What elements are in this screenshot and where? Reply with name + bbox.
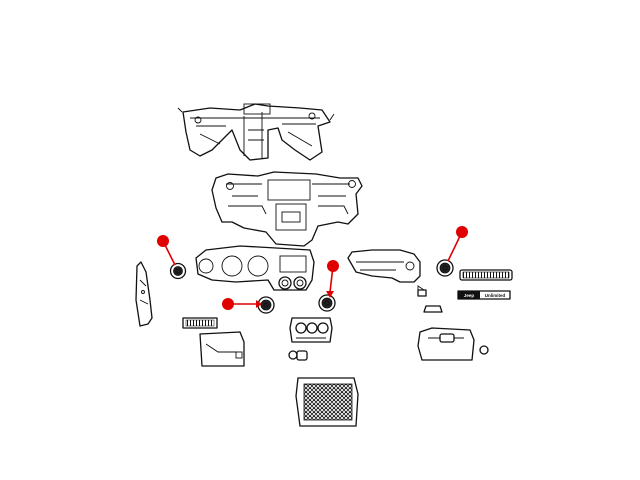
center-right-air-outlet [318,294,336,312]
callout-center-left-outlet [222,298,262,310]
lower-center-grille [295,377,359,427]
knee-bolster-trim [199,331,245,367]
badge-left-text: Jeep [464,293,475,298]
right-air-outlet [436,259,454,277]
passenger-side-bezel [347,249,425,295]
instrument-panel-support-frame [177,103,335,161]
center-stack-switch-panel [289,317,333,343]
passenger-vent-strip [459,269,513,281]
glove-box-knob [479,345,489,355]
callout-right-outlet [447,226,468,262]
instrument-panel-carrier [211,171,363,247]
glove-box [417,327,475,361]
mounting-clip [417,289,443,313]
left-air-outlet [169,262,187,280]
left-switch-bezel [182,317,218,329]
badge-right-text: Unlimited [485,293,506,298]
callout-left-outlet [157,235,176,266]
unlimited-badge-plate: Jeep Unlimited [457,290,511,300]
left-end-cap-panel [135,261,153,327]
instrument-cluster-bezel [195,245,315,291]
control-knobs [288,350,308,361]
callout-center-right-outlet [326,260,339,298]
center-left-air-outlet [257,296,275,314]
